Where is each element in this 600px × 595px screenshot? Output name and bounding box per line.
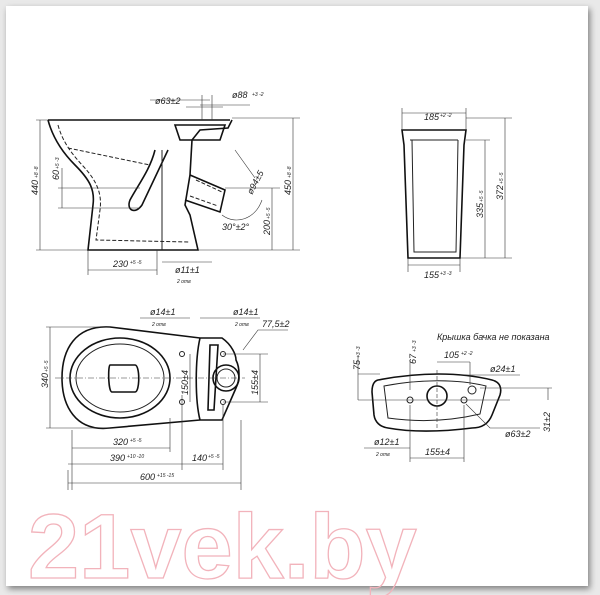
dim-tol: +15 -15 — [157, 473, 174, 479]
dim-155: 155 — [424, 270, 440, 280]
dim-320: 320 — [113, 437, 128, 447]
dim-440: 440 — [30, 180, 40, 195]
toilet-side-view — [36, 95, 300, 275]
holes-count: 2 отв — [375, 452, 390, 458]
tank-lid-note: Крышка бачка не показана — [437, 332, 550, 342]
drawing-panel — [6, 6, 588, 586]
dim-tol: +2 -2 — [461, 351, 473, 357]
dim-230: 230 — [112, 259, 128, 269]
dim-d63-outlet: ø63±2 — [155, 96, 180, 106]
dim-tol: +8 -8 — [287, 166, 293, 178]
dim-tol: +5 -5 — [130, 260, 142, 266]
dim-60: 60 — [51, 170, 61, 180]
dim-77-5: 77,5±2 — [262, 319, 289, 329]
dim-tol: +5 -3 — [55, 157, 61, 169]
dim-155: 155±4 — [250, 370, 260, 395]
dim-600: 600 — [140, 472, 155, 482]
dim-tol: +5 -5 — [479, 190, 485, 202]
dim-tol: +3 -3 — [440, 271, 452, 277]
dim-150: 150±4 — [180, 370, 190, 395]
dim-340: 340 — [40, 373, 50, 388]
dim-200: 200 — [262, 220, 272, 236]
dim-d94: ø94±5 — [245, 168, 266, 196]
dim-335: 335 — [475, 202, 485, 218]
tank-side-labels: 185 +2 -2 155 +3 -3 335 +5 -5 372 +5 -5 — [424, 112, 505, 280]
top-view-labels: ø14±1 2 отв ø14±1 2 отв 77,5±2 340 +5 -5… — [40, 307, 289, 482]
dim-d24: ø24±1 — [490, 364, 515, 374]
holes-count: 2 отв — [176, 279, 191, 285]
tank-top-labels: Крышка бачка не показана 75 +3 -3 67 +3 … — [352, 332, 552, 458]
watermark: 21vek.by — [28, 496, 417, 595]
dim-75: 75 — [352, 359, 362, 370]
dim-372: 372 — [495, 185, 505, 200]
side-view-labels: ø63±2 ø88 +3 -2 440 +8 -8 60 +5 -3 450 +… — [30, 90, 293, 285]
dim-tol: +5 -5 — [499, 172, 505, 184]
dim-d12: ø12±1 — [374, 437, 399, 447]
dim-tol: +5 -5 — [266, 207, 272, 219]
dim-d11: ø11±1 — [175, 265, 200, 275]
dim-tol: +3 -3 — [412, 340, 418, 352]
dim-67: 67 — [408, 353, 418, 364]
dim-tol: +5 -5 — [44, 360, 50, 372]
tank-top-view — [357, 355, 552, 462]
dim-tol: +8 -8 — [34, 166, 40, 178]
dim-angle: 30°±2° — [222, 222, 250, 232]
dim-390: 390 — [110, 453, 125, 463]
dim-tol: +5 -5 — [130, 438, 142, 444]
dim-d14-right: ø14±1 — [233, 307, 258, 317]
holes-count: 2 отв — [234, 322, 249, 328]
tank-side-view — [401, 108, 512, 272]
toilet-top-view — [46, 317, 288, 490]
dim-155: 155±4 — [425, 447, 450, 457]
dim-tol: +10 -10 — [127, 454, 144, 460]
dim-d88: ø88 — [232, 90, 248, 100]
dim-d63: ø63±2 — [505, 429, 530, 439]
dim-tol: +3 -2 — [252, 92, 264, 98]
holes-count: 2 отв — [151, 322, 166, 328]
dim-tol: +2 -2 — [440, 113, 452, 119]
dim-140: 140 — [192, 453, 207, 463]
dim-31: 31±2 — [542, 412, 552, 432]
dim-105: 105 — [444, 350, 460, 360]
dim-450: 450 — [283, 180, 293, 195]
dim-tol: +5 -5 — [208, 454, 220, 460]
dim-tol: +3 -3 — [356, 346, 362, 358]
dim-d14-left: ø14±1 — [150, 307, 175, 317]
dim-185: 185 — [424, 112, 440, 122]
